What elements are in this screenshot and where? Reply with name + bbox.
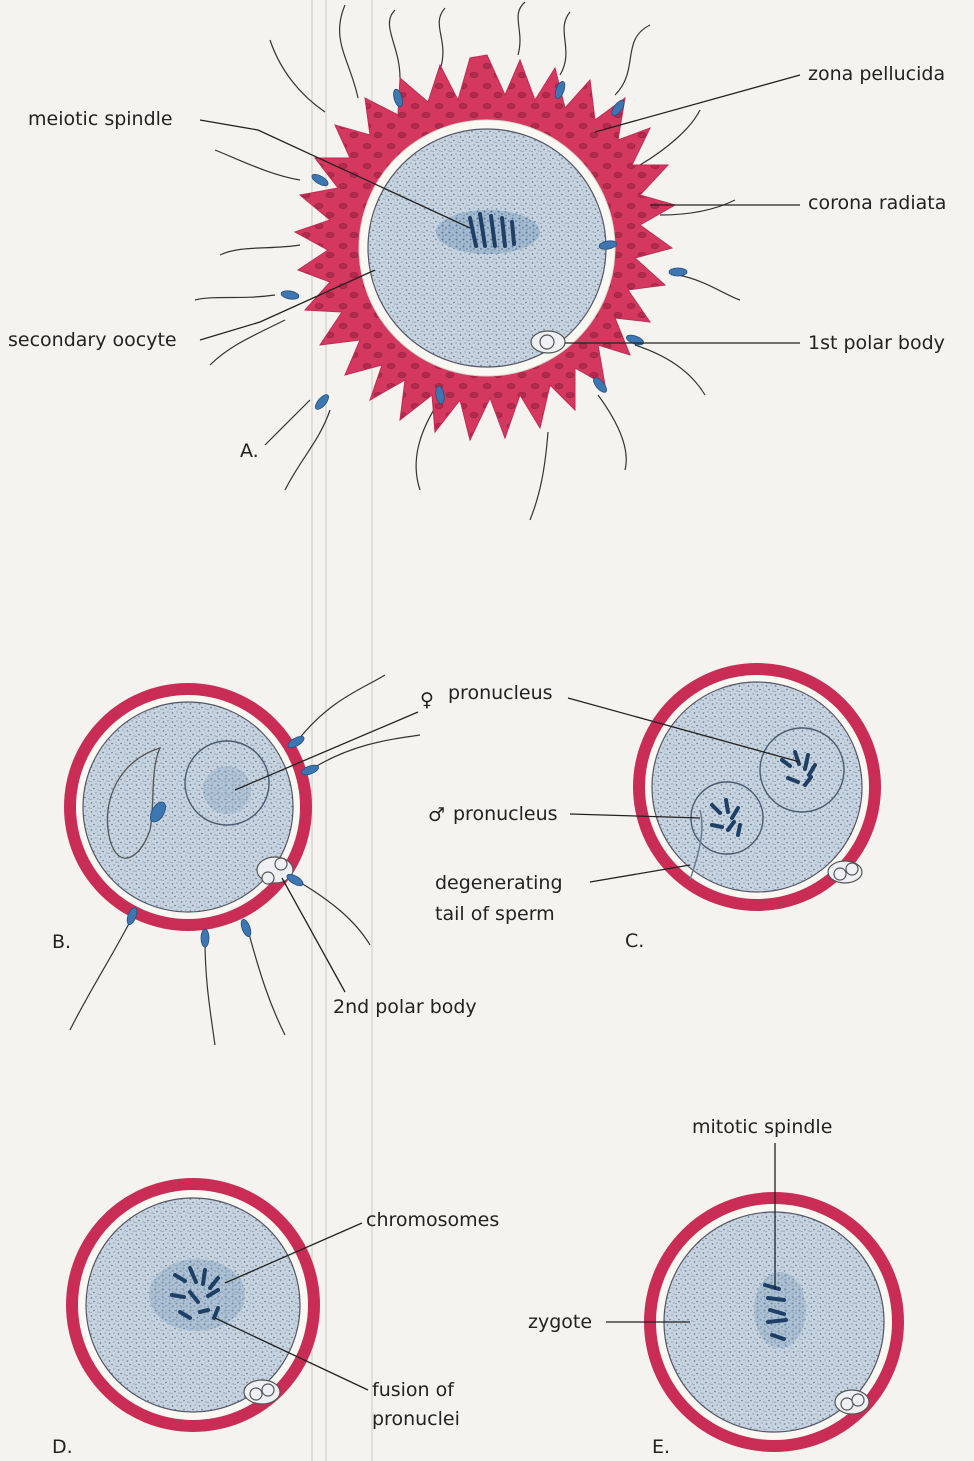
- panel-d: chromosomes fusion of pronuclei D.: [52, 1178, 499, 1458]
- panel-letter-d: D.: [52, 1436, 73, 1458]
- label-male-pronucleus: pronucleus: [453, 803, 558, 825]
- male-symbol: ♂: [428, 804, 445, 826]
- panel-letter-a: A.: [240, 440, 259, 462]
- label-female-pronucleus: pronucleus: [448, 682, 553, 704]
- label-mitotic-spindle: mitotic spindle: [692, 1116, 832, 1138]
- label-secondary-oocyte: secondary oocyte: [8, 329, 177, 351]
- panel-letter-c: C.: [625, 930, 644, 952]
- first-polar-body: [531, 331, 565, 353]
- panel-b: B. 2nd polar body: [52, 675, 477, 1045]
- female-symbol: ♀: [420, 689, 434, 711]
- panel-letter-b: B.: [52, 931, 71, 953]
- meiotic-spindle: [436, 210, 540, 254]
- label-meiotic-spindle: meiotic spindle: [28, 108, 173, 130]
- leader-zona-pellucida: [595, 75, 800, 132]
- polar-bodies: [828, 861, 862, 883]
- label-corona-radiata: corona radiata: [808, 192, 946, 214]
- fused-pronuclei: [149, 1259, 245, 1331]
- second-polar-body: [257, 857, 293, 884]
- label-degenerating-tail-2: tail of sperm: [435, 903, 555, 925]
- leader-second-polar-body: [282, 878, 345, 992]
- panel-e: mitotic spindle zygote E.: [528, 1116, 904, 1458]
- label-first-polar-body: 1st polar body: [808, 332, 945, 354]
- panel-letter-e: E.: [652, 1436, 670, 1458]
- label-chromosomes: chromosomes: [366, 1209, 499, 1231]
- panel-a: zona pellucida meiotic spindle corona ra…: [8, 2, 946, 520]
- label-zygote: zygote: [528, 1311, 592, 1333]
- label-second-polar-body: 2nd polar body: [333, 996, 477, 1018]
- label-fusion-1: fusion of: [372, 1379, 455, 1401]
- mitotic-spindle: [754, 1272, 806, 1348]
- female-pronucleus: [760, 728, 844, 812]
- polar-bodies: [835, 1390, 869, 1414]
- pronucleus-core: [203, 766, 251, 814]
- label-zona-pellucida: zona pellucida: [808, 63, 945, 85]
- polar-bodies: [244, 1380, 280, 1404]
- label-degenerating-tail-1: degenerating: [435, 872, 563, 894]
- label-fusion-2: pronuclei: [372, 1408, 460, 1430]
